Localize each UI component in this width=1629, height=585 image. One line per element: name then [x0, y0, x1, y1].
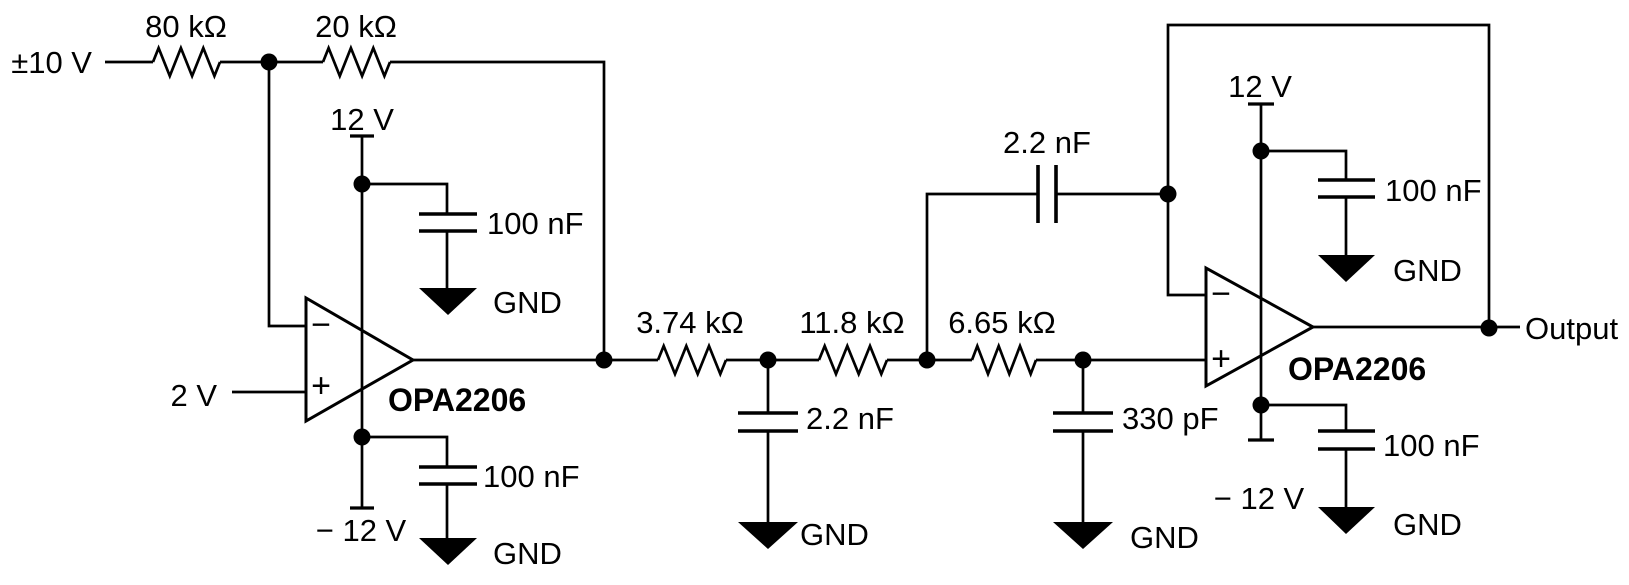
label-c-filter2: 330 pF — [1122, 401, 1219, 436]
wire-c-vneg1 — [362, 435, 449, 467]
wire-c-vpos1 — [362, 182, 449, 214]
label-vpos1: 12 V — [330, 102, 394, 137]
label-gnd-1: GND — [493, 285, 562, 320]
label-u2-inv: − — [1211, 275, 1231, 313]
label-u1-noninv: + — [311, 367, 331, 405]
gnd-symbol-5 — [1318, 255, 1375, 282]
capacitor-c-vpos1 — [419, 212, 477, 233]
label-vpos2: 12 V — [1228, 69, 1292, 104]
label-r4: 11.8 kΩ — [799, 305, 904, 340]
gnd-symbol-1 — [419, 288, 477, 315]
label-gnd-4: GND — [1130, 520, 1199, 555]
node-input-divider — [260, 53, 278, 71]
wire-c-vneg2 — [1261, 403, 1348, 431]
label-gnd-6: GND — [1393, 507, 1462, 542]
label-c-vpos2: 100 nF — [1385, 173, 1482, 208]
wire-feedback-u2 — [1166, 23, 1491, 328]
label-vneg2: − 12 V — [1214, 481, 1305, 516]
label-r1: 80 kΩ — [145, 9, 227, 44]
opamp1-body — [304, 295, 417, 424]
resistor-r3 — [656, 342, 728, 378]
opamp2-body — [1204, 265, 1317, 389]
label-c-feedback: 2.2 nF — [1003, 125, 1091, 160]
gnd-symbol-2 — [419, 538, 477, 565]
label-c-vneg1: 100 nF — [483, 459, 580, 494]
wire-r2-to-output-node — [390, 60, 606, 360]
capacitor-c-filter1 — [738, 411, 798, 433]
wire-c-vpos2 — [1261, 149, 1348, 180]
label-vneg1: − 12 V — [316, 513, 407, 548]
label-c-vpos1: 100 nF — [487, 206, 584, 241]
label-output: Output — [1525, 311, 1618, 346]
wire-c-feedback-left — [925, 192, 1038, 360]
capacitor-c-filter2 — [1053, 411, 1113, 433]
label-r5: 6.65 kΩ — [948, 305, 1056, 340]
resistor-r1 — [151, 44, 222, 80]
gnd-symbol-3 — [738, 522, 798, 549]
node-output — [1480, 319, 1498, 337]
label-u2-noninv: + — [1211, 340, 1231, 378]
capacitor-c-vneg2 — [1318, 429, 1375, 451]
label-u1-inv: − — [311, 306, 331, 344]
label-gnd-3: GND — [800, 517, 869, 552]
label-u1-part: OPA2206 — [388, 382, 526, 418]
resistor-r5 — [970, 342, 1038, 378]
gnd-symbol-4 — [1053, 522, 1113, 549]
gnd-symbol-6 — [1318, 507, 1375, 534]
label-vin2: 2 V — [170, 378, 217, 413]
label-gnd-5: GND — [1393, 253, 1462, 288]
resistor-r4 — [817, 342, 889, 378]
label-gnd-2: GND — [493, 536, 562, 571]
capacitor-c-vneg1 — [419, 465, 477, 486]
resistor-r2 — [321, 44, 392, 80]
node-u1-output — [595, 351, 613, 369]
label-r2: 20 kΩ — [315, 9, 397, 44]
capacitor-c-vpos2 — [1318, 178, 1375, 199]
label-c-filter1: 2.2 nF — [806, 401, 894, 436]
label-u2-part: OPA2206 — [1288, 351, 1426, 387]
label-c-vneg2: 100 nF — [1383, 428, 1480, 463]
label-r3: 3.74 kΩ — [636, 305, 744, 340]
wire-feedback-u1 — [267, 62, 306, 328]
capacitor-c-feedback — [1036, 165, 1058, 223]
label-source: ±10 V — [11, 45, 92, 80]
